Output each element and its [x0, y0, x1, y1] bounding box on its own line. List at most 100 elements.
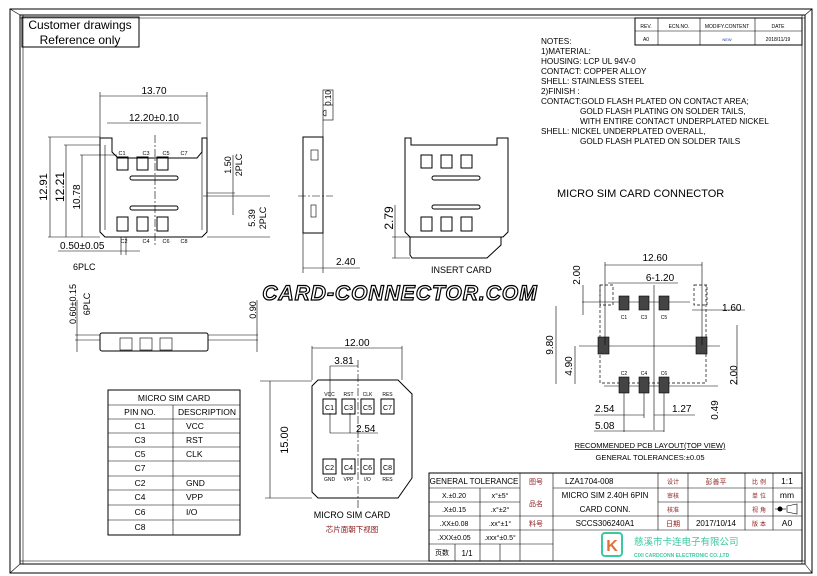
dim-side1: 1.50	[223, 156, 233, 174]
flatness-symbol-icon	[322, 109, 327, 117]
pcb-tolerance: GENERAL TOLERANCES:±0.05	[595, 453, 704, 462]
tolerance-angle: .x°±2°	[491, 506, 510, 514]
dim-bottom-right: 0.90	[248, 301, 258, 319]
pcb-dim-pitch: 2.54	[595, 404, 615, 415]
dim-inner-width: 12.20±0.10	[129, 113, 179, 124]
pad-signal: CLK	[363, 392, 373, 398]
note-line: HOUSING: LCP UL 94V-0	[541, 57, 636, 66]
pin-no: C8	[135, 522, 146, 532]
rev-value: A0	[643, 37, 649, 43]
pad-pin: C1	[325, 405, 334, 412]
pin-label: C1	[118, 151, 125, 157]
designer: 彭善平	[706, 477, 727, 486]
card-pad: C7 RES	[380, 392, 395, 415]
design-label: 设计	[667, 478, 679, 486]
tolerance-angle: .xxx°±0.5°	[484, 534, 516, 542]
insert-card-view: 2.79 INSERT CARD	[382, 137, 509, 275]
pin-no: C4	[135, 492, 146, 502]
sim-card-view: 12.00 3.81 2.54 15.00 C1 VCC C3 RST C5 C…	[260, 338, 413, 534]
card-pad: C6 I/O	[360, 458, 375, 483]
product-name-line-1: MICRO SIM 2.40H 6PIN	[562, 491, 649, 500]
card-pad: C3 RST	[341, 392, 356, 415]
unit-value: mm	[780, 490, 794, 500]
pin-desc: VCC	[186, 421, 204, 431]
pin-table-header: DESCRIPTION	[178, 407, 236, 417]
dim-card-pitch: 2.54	[356, 424, 376, 435]
plc-label: 6PLC	[73, 262, 96, 272]
pcb-pad	[618, 376, 630, 394]
card-pad: C1 VCC	[322, 392, 337, 415]
name-label: 品名	[529, 499, 543, 508]
pcb-pad	[695, 336, 708, 355]
note-line: 1)MATERIAL:	[541, 47, 591, 56]
pad-signal: VPP	[343, 477, 354, 483]
page-value: 1/1	[461, 549, 473, 558]
pin-label: C5	[162, 151, 169, 157]
projection-symbol-icon	[775, 503, 798, 515]
drawing-no-label: 图号	[529, 478, 543, 486]
pad-pin: C4	[344, 465, 353, 472]
dim-side2: 5.39	[247, 209, 257, 227]
pad-pin: C6	[363, 465, 372, 472]
insert-card-label: INSERT CARD	[431, 265, 492, 275]
tolerance-value: X.±0.20	[442, 493, 466, 500]
pcb-pad	[597, 336, 610, 355]
pin-label: C7	[180, 151, 187, 157]
company-name-en: CIXI CARDCONN ELECTRONIC CO.,LTD	[634, 553, 730, 559]
pin-no: C5	[135, 449, 146, 459]
sim-card-caption-cn: 芯片面朝下视图	[326, 524, 379, 534]
note-line: CONTACT: COPPER ALLOY	[541, 67, 647, 76]
date-label: 日期	[666, 520, 680, 528]
general-tolerance-label: GENERAL TOLERANCE	[430, 477, 519, 486]
dim-h1: 12.91	[38, 173, 50, 201]
pcb-caption: RECOMMENDED PCB LAYOUT(TOP VIEW)	[575, 441, 726, 450]
pin-label: C6	[162, 239, 169, 245]
card-pad: C2 GND	[322, 458, 337, 483]
review-label: 审核	[667, 492, 679, 500]
tolerance-value: .XX±0.08	[440, 521, 469, 528]
pcb-pad	[658, 295, 670, 311]
pcb-pin-label: C3	[641, 315, 648, 321]
watermark: CARD-CONNECTOR.COM	[262, 282, 537, 305]
date-value: 2017/10/14	[696, 519, 737, 528]
pin-desc: CLK	[186, 449, 203, 459]
note-line: NOTES:	[541, 37, 571, 46]
pcb-pin-label: C6	[661, 371, 668, 377]
note-line: GOLD FLASH PLATED ON SOLDER TAILS	[580, 137, 741, 146]
pcb-pad	[658, 376, 670, 394]
dim-card-offset: 3.81	[334, 356, 354, 367]
pin-label: C4	[142, 239, 149, 245]
company-name-cn: 慈溪市卡连电子有限公司	[634, 536, 739, 548]
dim-card-width: 12.00	[344, 338, 369, 349]
approve-label: 核准	[667, 506, 679, 514]
pin-label: C2	[120, 239, 127, 245]
scale-label: 比 例	[752, 478, 766, 486]
pcb-pin-label: C1	[621, 315, 628, 321]
pcb-dim-span: 5.08	[595, 421, 615, 432]
tolerance-angle: x°±5°	[492, 492, 509, 500]
pcb-pin-label: C2	[621, 371, 628, 377]
version-value: A0	[782, 518, 793, 528]
version-label: 版 本	[752, 520, 766, 528]
pin-table-header: PIN NO.	[124, 407, 156, 417]
notes: NOTES: 1)MATERIAL: HOUSING: LCP UL 94V-0…	[541, 37, 769, 146]
tolerance-angle: .xx°±1°	[489, 520, 511, 528]
pad-signal: RST	[344, 392, 354, 398]
scale-value: 1:1	[781, 476, 793, 486]
pcb-pad	[618, 295, 630, 311]
pad-signal: I/O	[364, 477, 371, 483]
ecn-header: ECN.NO.	[669, 24, 690, 30]
pad-signal: GND	[324, 477, 336, 483]
pcb-dim-width: 12.60	[642, 253, 667, 264]
note-line: SHELL: STAINLESS STEEL	[541, 77, 645, 86]
pad-signal: VCC	[324, 392, 335, 398]
dim-h3: 10.78	[72, 184, 83, 209]
product-name-line-2: CARD CONN.	[580, 505, 631, 514]
rev-header: REV.	[640, 24, 651, 30]
front-view: 0.60±0.15 6PLC 6PLC 0.90	[68, 262, 258, 352]
card-pad: C4 VPP	[341, 458, 356, 483]
pcb-pad	[638, 295, 650, 311]
pcb-dim-mid: 4.90	[564, 356, 575, 376]
